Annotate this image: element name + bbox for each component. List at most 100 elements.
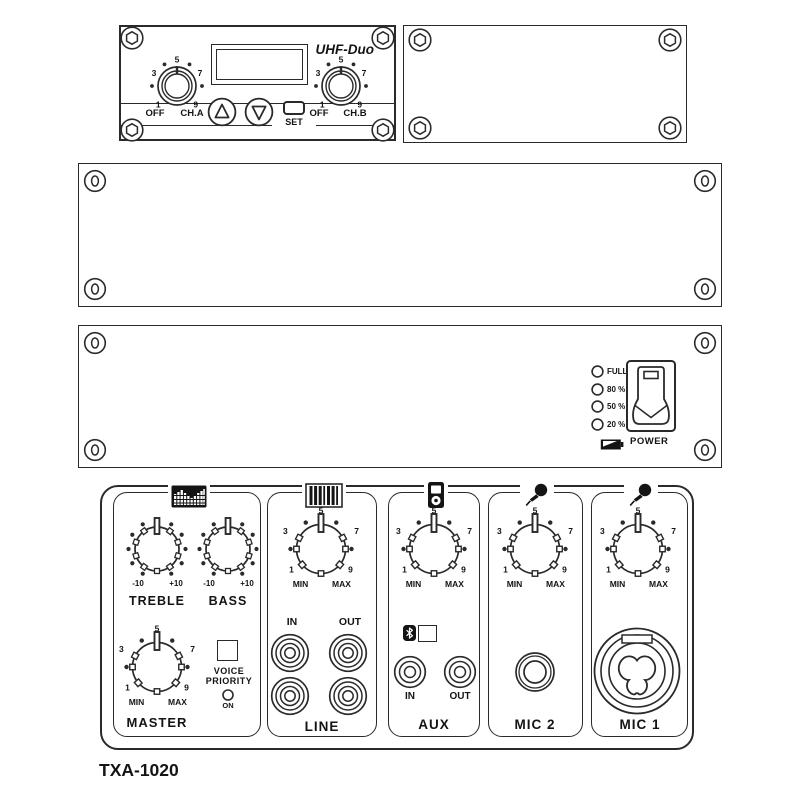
knob-scale-number: 1 <box>402 565 407 575</box>
knob-scale-number: 5 <box>533 506 538 516</box>
knob-scale-number: 7 <box>354 526 359 536</box>
rocker-switch-icon <box>626 360 676 432</box>
voice-priority-button[interactable] <box>217 640 238 661</box>
knob-min-label: MIN <box>507 579 523 589</box>
slot-screw-icon <box>692 168 718 194</box>
battery-level-label: FULL <box>607 367 628 376</box>
line-out-right-jack[interactable] <box>328 676 368 716</box>
knob-pointer <box>531 513 539 533</box>
knob-scale-number: 7 <box>190 644 195 654</box>
microphone-icon <box>520 482 554 509</box>
mic1-section-label: MIC 1 <box>619 717 661 732</box>
microphone-icon <box>624 482 658 509</box>
knob-scale-number: 1 <box>125 683 130 693</box>
knob-scale-number: 5 <box>175 55 180 65</box>
slot-screw-icon <box>692 437 718 463</box>
knob-min-label: MIN <box>610 579 626 589</box>
mic1-combo-jack[interactable] <box>591 625 683 717</box>
knob-pointer <box>317 513 325 533</box>
hex-screw-icon <box>407 115 433 141</box>
master-label: MASTER <box>126 715 188 730</box>
mic2-section-label: MIC 2 <box>514 717 556 732</box>
slot-screw-icon <box>82 437 108 463</box>
line-out-left-jack[interactable] <box>328 633 368 673</box>
blank-module-panel <box>403 25 687 143</box>
line-out-label: OUT <box>338 616 362 628</box>
knob-scale-number: 9 <box>461 565 466 575</box>
channel-a-label: CH.A <box>180 108 204 119</box>
knob-scale-number: 9 <box>348 565 353 575</box>
voice-priority-led <box>222 689 234 701</box>
battery-icon <box>600 438 625 451</box>
knob-pointer <box>430 513 438 533</box>
battery-led-20 <box>591 418 604 431</box>
set-button-label: SET <box>272 117 316 128</box>
knob-scale-number: 7 <box>362 68 367 78</box>
knob-scale-number: 9 <box>357 100 362 110</box>
knob-scale-number: 9 <box>562 565 567 575</box>
down-button[interactable] <box>244 97 274 127</box>
bass-knob[interactable]: -10+10 <box>178 502 278 602</box>
arrow-up-icon <box>207 97 237 127</box>
model-label: TXA-1020 <box>99 760 179 780</box>
knob-min-label: MIN <box>406 579 422 589</box>
knob-scale-number: 7 <box>198 68 203 78</box>
line-in-label: IN <box>286 616 298 628</box>
set-button[interactable] <box>283 101 305 115</box>
knob-scale-number: 1 <box>503 565 508 575</box>
mic2-jack[interactable] <box>513 650 557 694</box>
knob-max-label: MAX <box>168 697 187 707</box>
knob-max-label: +10 <box>240 579 254 588</box>
line-in-right-jack[interactable] <box>270 676 310 716</box>
knob-scale-number: 1 <box>606 565 611 575</box>
blank-rack-panel <box>78 163 722 307</box>
knob-max-label: MAX <box>649 579 668 589</box>
up-button[interactable] <box>207 97 237 127</box>
media-player-icon <box>424 481 448 509</box>
treble-label: TREBLE <box>129 594 185 608</box>
aux-section-label: AUX <box>418 717 450 732</box>
knob-scale-number: 1 <box>156 100 161 110</box>
treble-knob[interactable]: -10+10 <box>107 502 207 602</box>
knob-scale-number: 5 <box>319 506 324 516</box>
knob-max-label: MAX <box>332 579 351 589</box>
knob-pointer <box>224 517 232 535</box>
knob-scale-number: 3 <box>316 68 321 78</box>
battery-level-label: 20 % <box>607 420 626 429</box>
battery-level-label: 80 % <box>607 385 626 394</box>
battery-level-label: 50 % <box>607 402 626 411</box>
channel-b-off-label: OFF <box>309 108 329 119</box>
knob-scale-number: 7 <box>467 526 472 536</box>
bluetooth-pair-button[interactable] <box>418 625 437 642</box>
hex-screw-icon <box>407 27 433 53</box>
brand-label: UHF-Duo <box>315 42 374 57</box>
hex-screw-icon <box>657 27 683 53</box>
slot-screw-icon <box>692 330 718 356</box>
knob-scale-number: 7 <box>671 526 676 536</box>
slot-screw-icon <box>692 276 718 302</box>
aux-out-label: OUT <box>449 691 471 702</box>
power-switch[interactable] <box>625 359 677 433</box>
hex-screw-icon <box>119 117 145 143</box>
knob-scale-number: 9 <box>665 565 670 575</box>
knob-max-label: MAX <box>445 579 464 589</box>
knob-dial: -10+10 <box>197 517 259 588</box>
knob-scale-number: 3 <box>600 526 605 536</box>
line-in-left-jack[interactable] <box>270 633 310 673</box>
knob-pointer <box>634 513 642 533</box>
voice-priority-on-label: ON <box>222 701 234 710</box>
aux-out-jack[interactable] <box>443 655 477 689</box>
bluetooth-icon <box>403 625 416 641</box>
aux-in-jack[interactable] <box>393 655 427 689</box>
knob-scale-number: 9 <box>193 100 198 110</box>
